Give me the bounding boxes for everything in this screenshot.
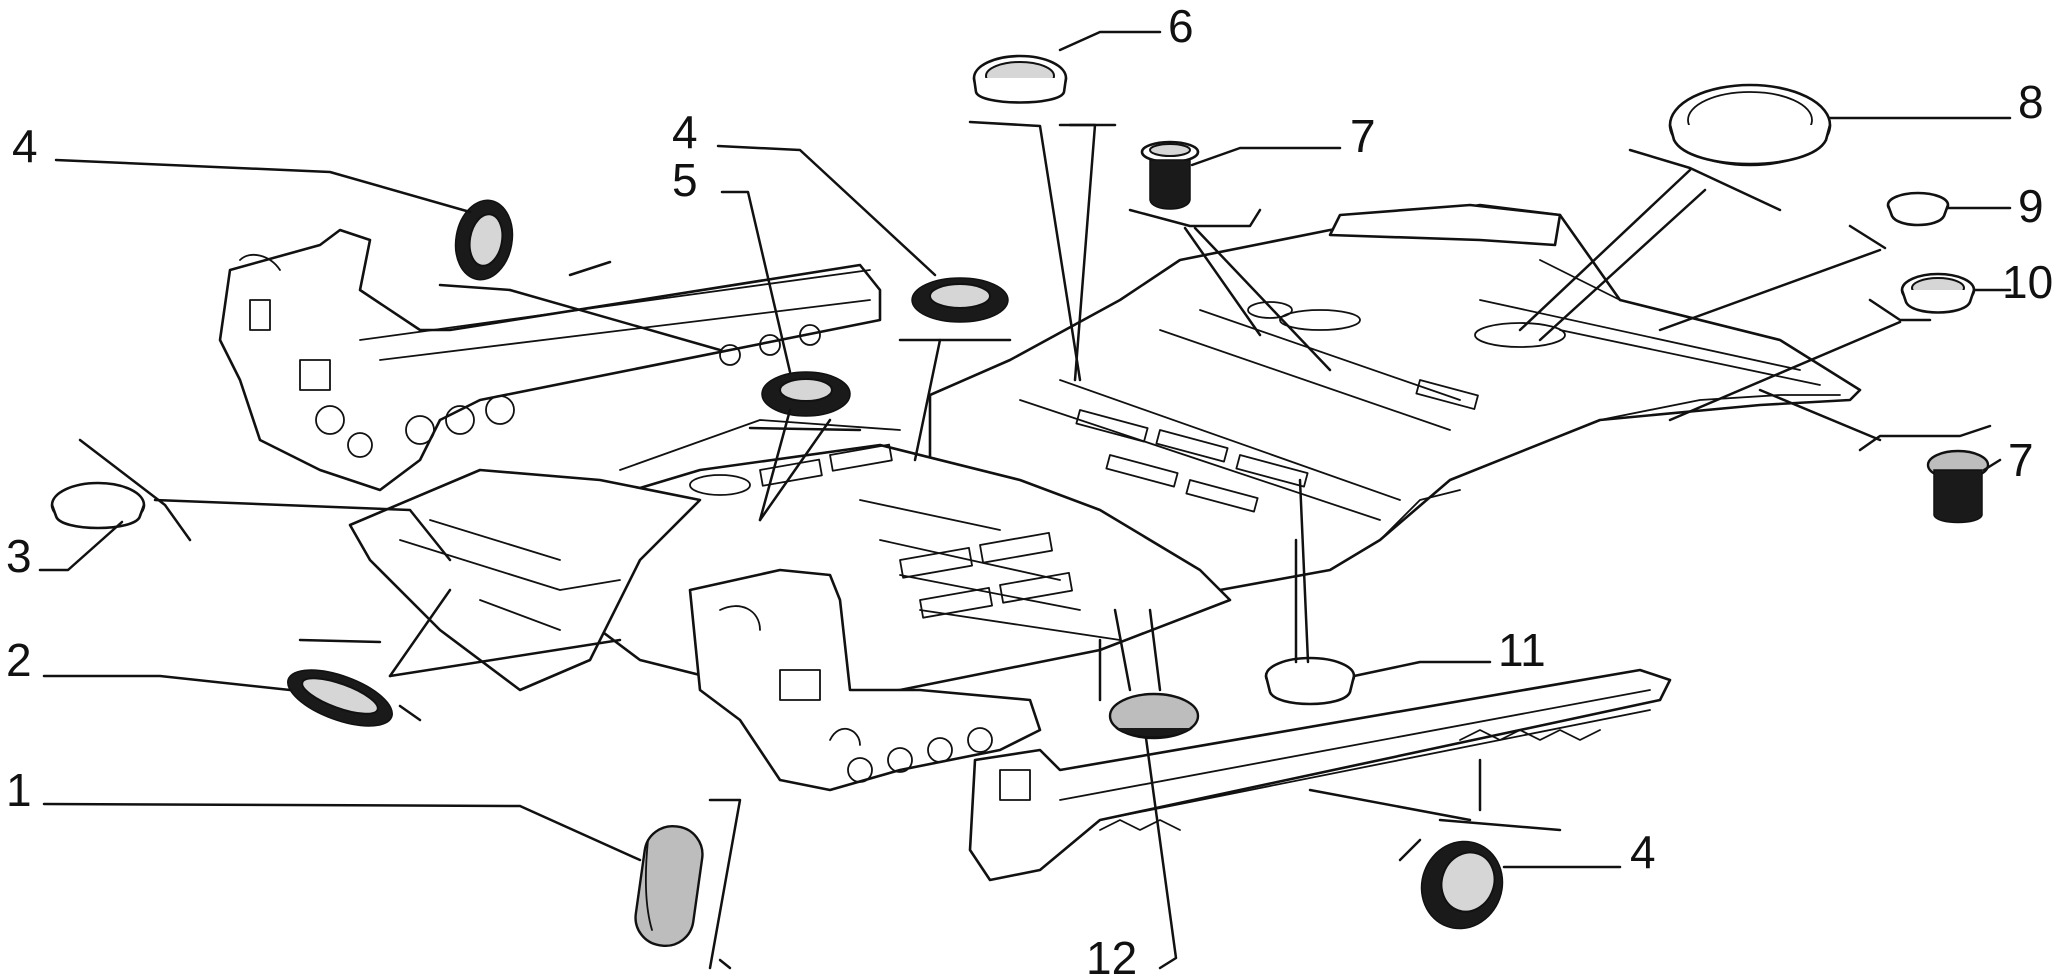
grommet-10	[1900, 272, 1976, 314]
callout-6: 6	[1168, 0, 1194, 52]
callout-11: 11	[1498, 624, 1546, 676]
grommet-8	[1668, 83, 1832, 167]
grommet-11	[1264, 656, 1356, 706]
grommet-12	[1108, 692, 1200, 740]
callout-3: 3	[6, 530, 32, 582]
leader-lines	[38, 30, 2012, 970]
callout-8: 8	[2018, 76, 2044, 128]
grommet-4-c	[1420, 840, 1504, 930]
grommet-3	[50, 481, 146, 530]
grommet-1	[634, 824, 704, 948]
callout-7-a: 7	[1350, 110, 1376, 162]
grommet-4-b	[911, 277, 1009, 323]
grommet-2	[287, 669, 393, 727]
callout-10: 10	[2002, 256, 2053, 308]
grommet-9	[1886, 191, 1950, 227]
grommet-6	[972, 54, 1068, 104]
callout-4-c: 4	[1630, 826, 1656, 878]
callout-5: 5	[672, 154, 698, 206]
callout-2: 2	[6, 634, 32, 686]
callout-7-b: 7	[2008, 434, 2034, 486]
grommet-7-a	[1140, 140, 1200, 210]
callout-1: 1	[6, 764, 32, 816]
callout-4-a: 4	[12, 120, 38, 172]
grommet-5	[761, 371, 851, 417]
callout-9: 9	[2018, 180, 2044, 232]
grommet-7-b	[1926, 449, 1990, 524]
callout-12: 12	[1086, 932, 1137, 977]
grommet-4-a	[454, 199, 514, 281]
callout-4-b: 4	[672, 106, 698, 158]
floor-pan-drawing	[218, 203, 1862, 882]
callout-labels: 1 2 3 4 4 5 6 7 8 9 10 7 11 12 4	[6, 0, 2053, 977]
